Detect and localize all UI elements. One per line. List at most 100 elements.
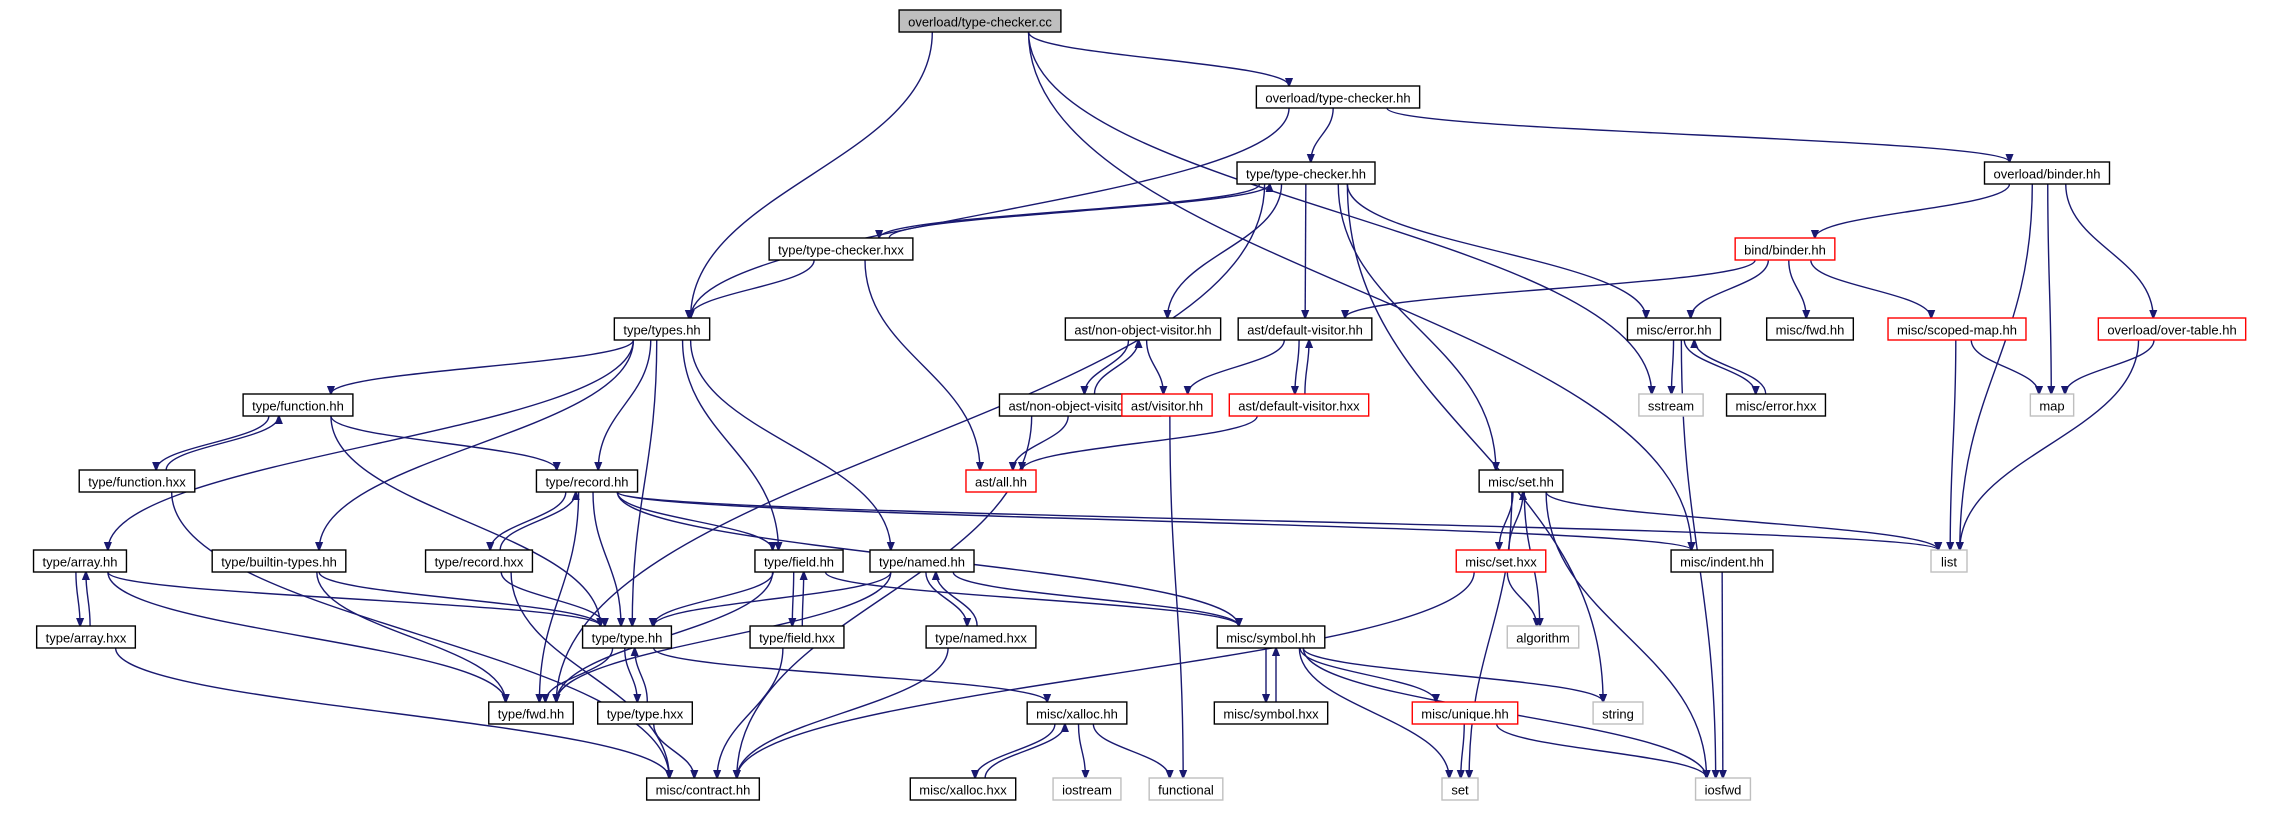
graph-node-ast-nov-hh[interactable]: ast/non-object-visitor.hh [1064, 317, 1222, 341]
graph-node-ast-dv-hh[interactable]: ast/default-visitor.hh [1237, 317, 1373, 341]
graph-node-type-type-hxx[interactable]: type/type.hxx [596, 701, 694, 725]
graph-node-misc-error-hh[interactable]: misc/error.hh [1626, 317, 1722, 341]
graph-node-type-record-hxx[interactable]: type/record.hxx [424, 549, 534, 573]
graph-node-overload-over-table-hh[interactable]: overload/over-table.hh [2097, 317, 2247, 341]
node-label: overload/type-checker.cc [908, 15, 1052, 30]
graph-node-misc-fwd-hh[interactable]: misc/fwd.hh [1765, 317, 1855, 341]
include-edge [824, 571, 1238, 626]
graph-node-overload-tc-cc[interactable]: overload/type-checker.cc [898, 9, 1062, 33]
graph-node-misc-symbol-hh[interactable]: misc/symbol.hh [1216, 625, 1326, 649]
graph-node-map[interactable]: map [2029, 393, 2075, 417]
include-edge [318, 571, 600, 626]
graph-node-overload-binder-hh[interactable]: overload/binder.hh [1983, 161, 2111, 185]
include-edge [1305, 183, 1306, 318]
graph-node-type-tc-hxx[interactable]: type/type-checker.hxx [768, 237, 914, 261]
graph-node-misc-symbol-hxx[interactable]: misc/symbol.hxx [1213, 701, 1329, 725]
include-edge [1346, 183, 1603, 702]
graph-node-type-function-hh[interactable]: type/function.hh [242, 393, 354, 417]
graph-node-misc-xalloc-hh[interactable]: misc/xalloc.hh [1026, 701, 1128, 725]
graph-node-type-array-hh[interactable]: type/array.hh [32, 549, 128, 573]
graph-node-misc-unique-hh[interactable]: misc/unique.hh [1411, 701, 1519, 725]
graph-node-bind-binder-hh[interactable]: bind/binder.hh [1734, 237, 1836, 261]
node-box [1734, 237, 1836, 261]
include-edge [1027, 31, 1652, 394]
graph-node-type-named-hh[interactable]: type/named.hh [869, 549, 975, 573]
graph-node-misc-error-hxx[interactable]: misc/error.hxx [1725, 393, 1827, 417]
graph-node-iostream[interactable]: iostream [1052, 777, 1122, 801]
graph-node-type-field-hxx[interactable]: type/field.hxx [749, 625, 845, 649]
graph-node-type-builtin-types-hh[interactable]: type/builtin-types.hh [211, 549, 347, 573]
graph-node-functional[interactable]: functional [1148, 777, 1224, 801]
include-edge [1169, 415, 1183, 778]
node-label: string [1602, 707, 1634, 722]
graph-node-algorithm[interactable]: algorithm [1506, 625, 1580, 649]
node-box [645, 777, 761, 801]
node-box [1626, 317, 1722, 341]
include-edge [984, 724, 1065, 779]
include-edge [632, 339, 658, 626]
graph-node-ast-nov-hxx[interactable]: ast/non-object-visitor.hxx [998, 393, 1162, 417]
include-edge [616, 491, 772, 550]
include-edge [319, 339, 635, 550]
node-box [2029, 393, 2075, 417]
node-box [596, 701, 694, 725]
include-edge [1960, 183, 2033, 550]
node-box [1213, 701, 1329, 725]
node-box [1506, 625, 1580, 649]
include-edge [592, 491, 621, 626]
graph-node-string[interactable]: string [1592, 701, 1644, 725]
node-label: set [1451, 783, 1469, 798]
graph-node-type-record-hh[interactable]: type/record.hh [535, 469, 639, 493]
graph-node-list[interactable]: list [1930, 549, 1968, 573]
graph-node-misc-contract-hh[interactable]: misc/contract.hh [645, 777, 761, 801]
graph-node-sstream[interactable]: sstream [1638, 393, 1704, 417]
graph-node-misc-indent-hh[interactable]: misc/indent.hh [1670, 549, 1774, 573]
include-edge [624, 647, 638, 702]
node-box [1983, 161, 2111, 185]
node-label: misc/symbol.hh [1226, 631, 1316, 646]
graph-node-ast-all-hh[interactable]: ast/all.hh [965, 469, 1037, 493]
node-box [1694, 777, 1752, 801]
node-label: ast/default-visitor.hh [1247, 323, 1363, 338]
node-label: iostream [1062, 783, 1112, 798]
include-edge [114, 647, 670, 778]
include-edge [975, 723, 1056, 778]
edges-layer [75, 31, 2154, 779]
include-edge [879, 183, 1261, 238]
graph-node-ast-visitor-hh[interactable]: ast/visitor.hh [1121, 393, 1213, 417]
node-label: algorithm [1516, 631, 1569, 646]
graph-node-type-function-hxx[interactable]: type/function.hxx [78, 469, 196, 493]
graph-node-type-type-hh[interactable]: type/type.hh [581, 625, 673, 649]
graph-node-overload-tc-hh[interactable]: overload/type-checker.hh [1255, 85, 1421, 109]
node-label: sstream [1648, 399, 1694, 414]
graph-node-iosfwd[interactable]: iosfwd [1694, 777, 1752, 801]
graph-node-type-types-hh[interactable]: type/types.hh [613, 317, 711, 341]
node-label: ast/non-object-visitor.hxx [1008, 399, 1152, 414]
include-edge [1495, 723, 1707, 778]
include-edge [1788, 259, 1807, 318]
include-edge [888, 184, 1269, 239]
node-label: ast/all.hh [975, 475, 1027, 490]
graph-node-misc-scoped-map-hh[interactable]: misc/scoped-map.hh [1887, 317, 2027, 341]
node-box [1236, 161, 1376, 185]
include-edge [2065, 183, 2154, 318]
include-edge [1299, 647, 1436, 702]
graph-node-type-field-hh[interactable]: type/field.hh [754, 549, 844, 573]
node-box [1052, 777, 1122, 801]
graph-node-ast-dv-hxx[interactable]: ast/default-visitor.hxx [1228, 393, 1370, 417]
include-edge [1188, 339, 1285, 394]
node-label: overload/over-table.hh [2107, 323, 2236, 338]
graph-node-type-fwd-hh[interactable]: type/fwd.hh [488, 701, 574, 725]
graph-node-type-tc-hh[interactable]: type/type-checker.hh [1236, 161, 1376, 185]
graph-node-misc-set-hh[interactable]: misc/set.hh [1478, 469, 1564, 493]
node-label: type/named.hxx [935, 631, 1027, 646]
node-label: type/type-checker.hxx [778, 243, 904, 258]
graph-node-set[interactable]: set [1441, 777, 1479, 801]
include-edge [1084, 339, 1130, 394]
graph-node-misc-set-hxx[interactable]: misc/set.hxx [1455, 549, 1547, 573]
graph-node-type-array-hxx[interactable]: type/array.hxx [35, 625, 137, 649]
include-edge [1970, 339, 2039, 394]
graph-node-misc-xalloc-hxx[interactable]: misc/xalloc.hxx [909, 777, 1017, 801]
graph-node-type-named-hxx[interactable]: type/named.hxx [925, 625, 1037, 649]
